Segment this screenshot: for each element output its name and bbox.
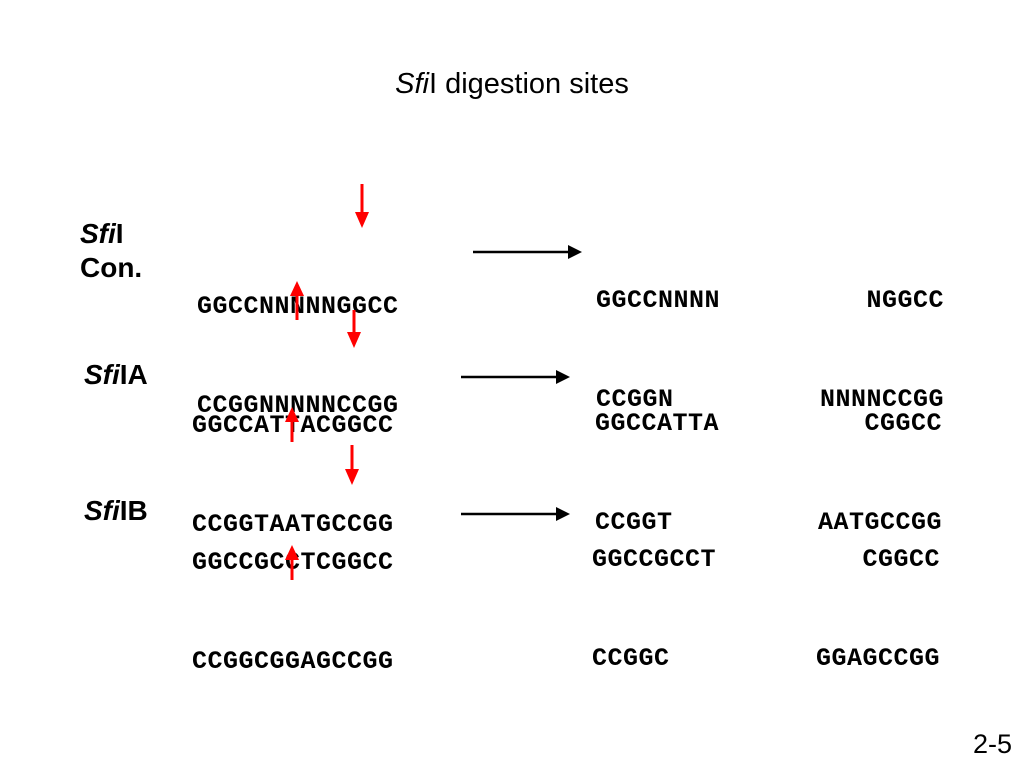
product-right-sfii-con: NGGCC NNNNCCGG <box>760 218 944 449</box>
product-left-top-strand: GGCCGCCT <box>592 545 717 574</box>
bottom-strand: CCGGCGGAGCCGG <box>192 647 394 676</box>
product-left-bottom-strand: CCGGC <box>592 644 670 673</box>
reaction-arrow-sfiia <box>461 370 570 384</box>
product-right-bottom-strand: AATGCCGG <box>817 508 942 537</box>
product-right-bottom-strand: GGAGCCGG <box>815 644 940 673</box>
product-left-bottom-strand: CCGGT <box>595 508 673 537</box>
product-left-sfiia: GGCCATTA CCGGT <box>595 341 719 572</box>
product-left-bottom-strand: CCGGN <box>596 385 674 414</box>
reaction-arrow-sfiib <box>461 507 570 521</box>
product-left-top-strand: GGCCATTA <box>595 409 720 438</box>
product-left-sfii-con: GGCCNNNN CCGGN <box>596 218 720 449</box>
enzyme-label-sfii-con: SfiI Con. <box>80 218 143 283</box>
cut-arrow-top-sfiia <box>347 310 361 348</box>
cut-arrow-bottom-sfii-con <box>290 281 304 320</box>
bottom-strand: CCGGNNNNNCCGG <box>197 391 399 420</box>
product-right-sfiia: CGGCC AATGCCGG <box>758 341 942 572</box>
product-right-bottom-strand: NNNNCCGG <box>819 385 944 414</box>
reaction-arrow-sfii-con <box>473 245 582 259</box>
product-right-top-strand: CGGCC <box>862 545 940 574</box>
product-right-top-strand: CGGCC <box>864 409 942 438</box>
bottom-strand: CCGGTAATGCCGG <box>192 510 394 539</box>
enzyme-label-sfiia: SfiIA <box>84 359 148 390</box>
page-number: 2-5 <box>972 729 1012 759</box>
product-left-top-strand: GGCCNNNN <box>596 286 721 315</box>
cut-arrow-bottom-sfiib <box>285 545 299 580</box>
page-title: SfiI digestion sites <box>395 68 629 100</box>
cut-arrow-top-sfii-con <box>355 184 369 228</box>
cut-arrow-bottom-sfiia <box>285 407 299 442</box>
product-right-sfiib: CGGCC GGAGCCGG <box>756 477 940 708</box>
product-right-top-strand: NGGCC <box>866 286 944 315</box>
product-left-sfiib: GGCCGCCT CCGGC <box>592 477 716 708</box>
enzyme-label-sfiib: SfiIB <box>84 495 148 526</box>
cut-arrow-top-sfiib <box>345 445 359 485</box>
